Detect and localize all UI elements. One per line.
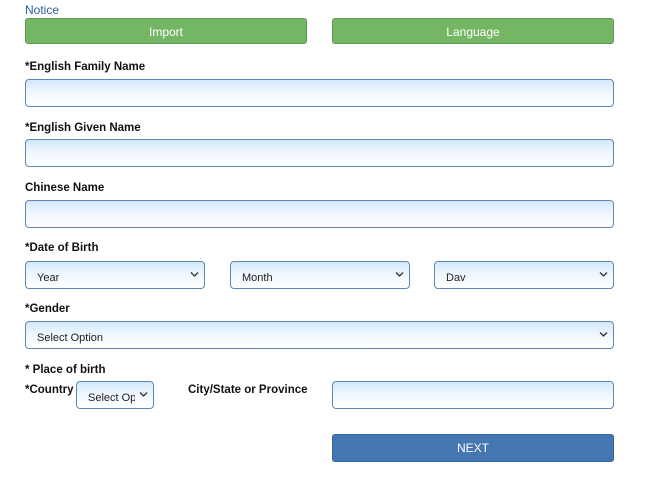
country-value: Select Option [88,392,135,404]
dob-year-value: Year [37,272,60,284]
city-label: City/State or Province [188,384,308,396]
gender-label: *Gender [25,303,70,315]
chevron-down-icon [599,332,608,337]
dob-day-value: Dav [446,272,466,284]
dob-label: *Date of Birth [25,242,99,254]
chevron-down-icon [139,392,148,397]
given-name-label: *English Given Name [25,122,141,134]
chinese-name-input[interactable] [25,200,614,228]
gender-select[interactable]: Select Option [25,321,614,349]
country-select[interactable]: Select Option [76,381,154,409]
language-button[interactable]: Language [332,18,614,44]
country-label: *Country [25,384,74,396]
city-input[interactable] [332,381,614,409]
place-of-birth-label: * Place of birth [25,364,106,376]
chevron-down-icon [395,272,404,277]
family-name-input[interactable] [25,79,614,107]
given-name-input[interactable] [25,139,614,167]
next-button[interactable]: NEXT [332,434,614,462]
chinese-name-label: Chinese Name [25,182,105,194]
dob-month-select[interactable]: Month [230,261,410,289]
dob-year-select[interactable]: Year [25,261,205,289]
import-button[interactable]: Import [25,18,307,44]
dob-month-value: Month [242,272,273,284]
chevron-down-icon [599,272,608,277]
family-name-label: *English Family Name [25,61,146,73]
dob-day-select[interactable]: Dav [434,261,614,289]
notice-link[interactable]: Notice [25,3,60,17]
chevron-down-icon [190,272,199,277]
gender-value: Select Option [37,332,104,344]
